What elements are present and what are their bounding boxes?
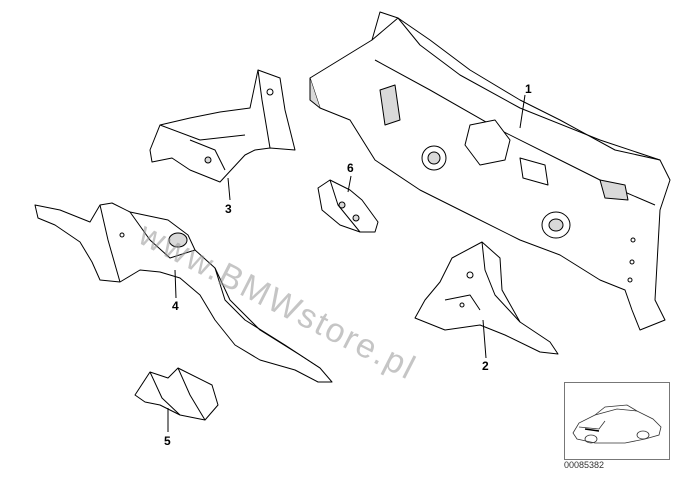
callout-2[interactable]: 2 (482, 359, 489, 373)
callout-4[interactable]: 4 (172, 299, 179, 313)
callout-6[interactable]: 6 (347, 161, 354, 175)
leader-1 (519, 94, 526, 129)
part-2-bracket (414, 241, 559, 355)
part-6-plate (317, 179, 379, 233)
leader-6 (347, 175, 352, 193)
part-5-bracket (134, 367, 219, 421)
catalog-number: 00085382 (564, 460, 605, 470)
callout-1[interactable]: 1 (525, 82, 532, 96)
part-1-bulkhead (309, 11, 671, 331)
leader-4 (174, 269, 177, 299)
leader-3 (227, 177, 231, 201)
car-icon (572, 404, 662, 444)
callout-5[interactable]: 5 (164, 434, 171, 448)
vehicle-thumbnail (564, 382, 670, 460)
leader-2 (482, 319, 487, 359)
part-4-side-member (34, 202, 333, 383)
part-3-bracket (149, 69, 296, 183)
leader-lines (167, 94, 526, 432)
callout-3[interactable]: 3 (225, 202, 232, 216)
